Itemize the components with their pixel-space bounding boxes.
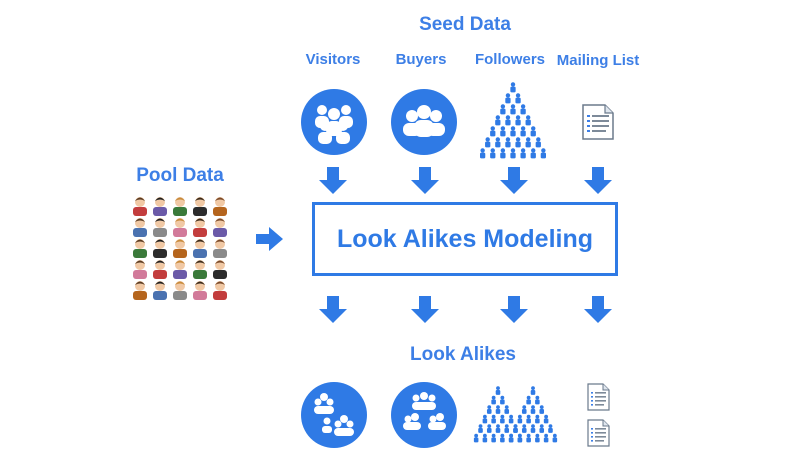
col-label-buyers: Buyers bbox=[395, 51, 447, 68]
arrow-down-icon bbox=[319, 296, 347, 323]
pool-people-grid-icon bbox=[133, 197, 227, 300]
look-alikes-title: Look Alikes bbox=[410, 344, 516, 365]
arrow-down-icon bbox=[411, 296, 439, 323]
col-label-mailing-list: Mailing List bbox=[556, 52, 640, 69]
lookalike-followers-pyramid-right-icon bbox=[508, 386, 558, 443]
mailing-list-document-icon bbox=[582, 104, 614, 140]
lookalike-mailing-list-document-icon bbox=[587, 419, 610, 447]
lookalike-buyers-icon bbox=[391, 382, 457, 448]
pool-data-title: Pool Data bbox=[136, 165, 224, 186]
lookalike-visitors-icon bbox=[301, 382, 367, 448]
visitors-group-icon bbox=[301, 89, 367, 155]
buyers-group-icon bbox=[391, 89, 457, 155]
seed-data-title: Seed Data bbox=[419, 14, 511, 35]
arrow-right-icon bbox=[256, 227, 283, 251]
arrow-down-icon bbox=[500, 167, 528, 194]
arrow-down-icon bbox=[584, 296, 612, 323]
arrow-down-icon bbox=[319, 167, 347, 194]
look-alikes-modeling-label: Look Alikes Modeling bbox=[336, 224, 594, 253]
followers-pyramid-icon bbox=[480, 82, 546, 159]
arrow-down-icon bbox=[500, 296, 528, 323]
col-label-followers: Followers bbox=[474, 51, 545, 68]
lookalike-mailing-list-document-icon bbox=[587, 383, 610, 411]
arrow-down-icon bbox=[411, 167, 439, 194]
look-alikes-modeling-box: Look Alikes Modeling bbox=[312, 202, 618, 276]
col-label-visitors: Visitors bbox=[305, 51, 361, 68]
arrow-down-icon bbox=[584, 167, 612, 194]
